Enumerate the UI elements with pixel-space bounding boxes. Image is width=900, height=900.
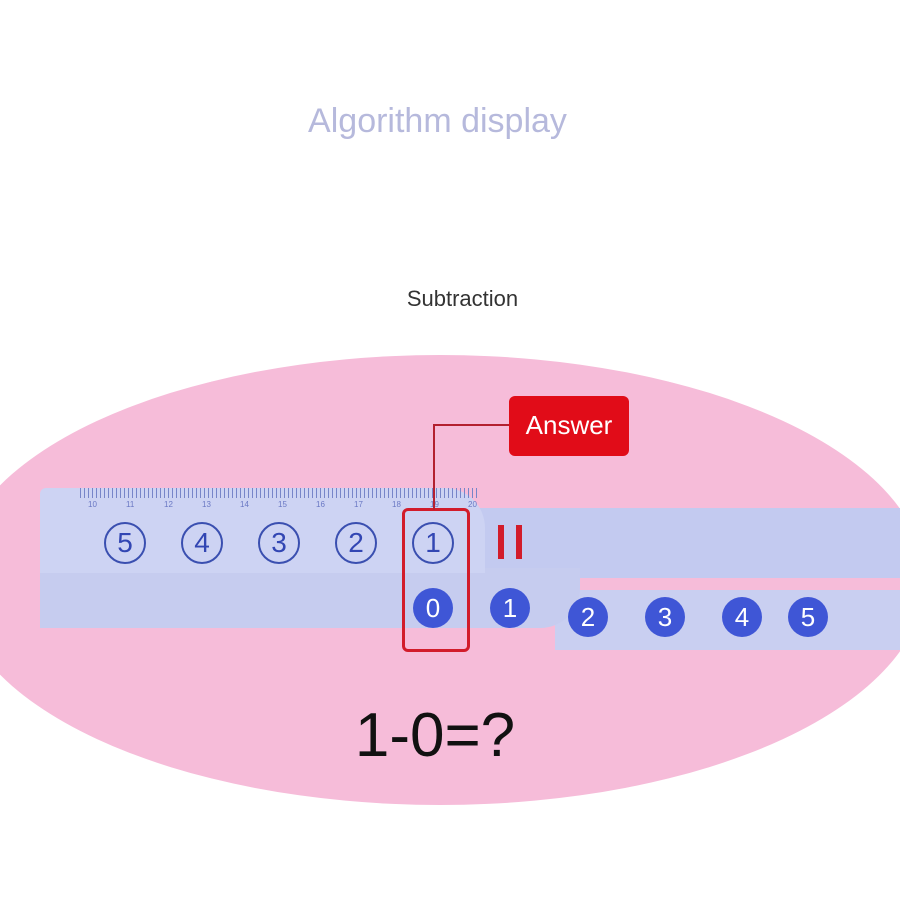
ruler-tick-label: 17: [354, 500, 363, 509]
number-circle: 2: [335, 522, 377, 564]
ruler-tick-label: 18: [392, 500, 401, 509]
callout-line: [433, 424, 435, 510]
number-token: 4: [722, 597, 762, 637]
number-token: 2: [568, 597, 608, 637]
number-token: 1: [490, 588, 530, 628]
equation: 1-0=?: [354, 701, 516, 770]
answer-label: Answer: [509, 396, 629, 456]
ruler-strip-right: [470, 508, 900, 578]
answer-highlight-box: [402, 508, 470, 652]
number-token: 0: [413, 588, 453, 628]
ruler-slider: [40, 568, 580, 628]
ruler-tick-label: 13: [202, 500, 211, 509]
ruler-tick-label: 10: [88, 500, 97, 509]
number-token: 3: [645, 597, 685, 637]
ruler-tick-label: 14: [240, 500, 249, 509]
equals-sign: [498, 525, 528, 559]
number-token: 5: [788, 597, 828, 637]
number-circle: 5: [104, 522, 146, 564]
subtitle: Subtraction: [406, 286, 519, 311]
ruler-tick-label: 12: [164, 500, 173, 509]
ruler-tick-label: 11: [126, 500, 135, 509]
callout-line: [433, 424, 511, 426]
ruler-tick-label: 20: [468, 500, 477, 509]
page-title: Algorithm display: [308, 102, 567, 140]
ruler-tick-label: 15: [278, 500, 287, 509]
number-circle: 3: [258, 522, 300, 564]
ruler-scale: [80, 488, 480, 498]
ruler-tick-label: 16: [316, 500, 325, 509]
number-circle: 4: [181, 522, 223, 564]
number-circle: 1: [412, 522, 454, 564]
